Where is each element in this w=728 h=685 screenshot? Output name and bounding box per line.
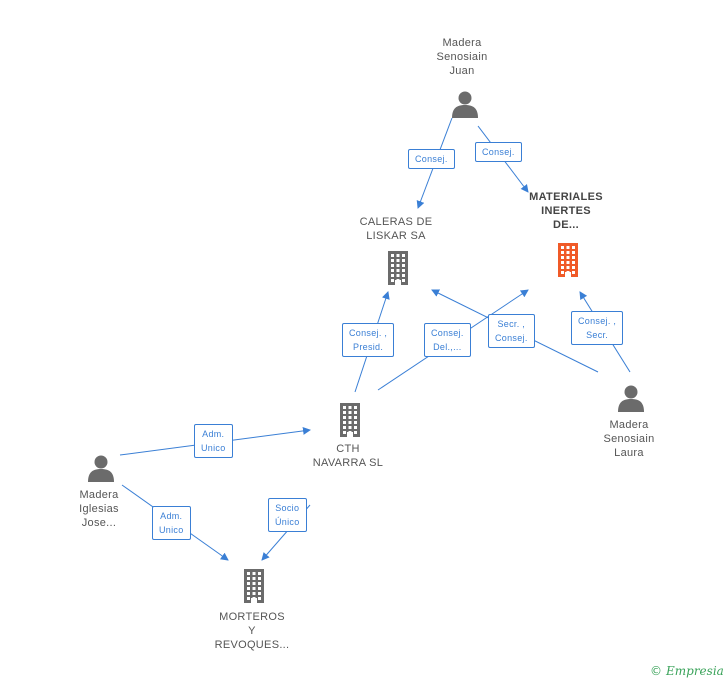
node-label-caleras[interactable]: CALERAS DE LISKAR SA [359,216,433,242]
node-label-madera_jose[interactable]: Madera Iglesias Jose... [79,489,119,529]
edge-label-cth-to-materiales[interactable]: Consej. Del.,... [424,323,471,357]
building-icon-cth[interactable] [337,403,363,442]
node-label-cth[interactable]: CTH NAVARRA SL [312,443,384,469]
edge-label-madera_juan-to-caleras[interactable]: Consej. [408,149,455,169]
building-icon-materiales[interactable] [555,243,581,282]
edge-label-madera_jose-to-cth[interactable]: Adm. Unico [194,424,233,458]
edge-label-madera_laura-to-materiales[interactable]: Consej. , Secr. [571,311,624,345]
brand-name: Empresia [666,664,724,678]
edge-label-madera_laura-to-caleras[interactable]: Secr. , Consej. [488,314,535,348]
person-icon-madera_juan[interactable] [451,90,479,123]
edge-label-cth-to-caleras[interactable]: Consej. , Presid. [342,323,395,357]
edge-label-cth-to-morteros[interactable]: Socio Único [268,498,307,532]
person-icon-madera_jose[interactable] [87,454,115,487]
node-label-materiales[interactable]: MATERIALES INERTES DE... [529,191,603,231]
brand-footer: © Empresia [650,664,724,678]
edge-label-madera_jose-to-morteros[interactable]: Adm. Unico [152,506,191,540]
copyright-icon: © [650,664,662,678]
building-icon-morteros[interactable] [241,569,267,608]
node-label-madera_juan[interactable]: Madera Senosiain Juan [436,37,488,77]
node-label-morteros[interactable]: MORTEROS Y REVOQUES... [214,611,290,651]
node-label-madera_laura[interactable]: Madera Senosiain Laura [603,419,655,459]
person-icon-madera_laura[interactable] [617,384,645,417]
edge-label-madera_juan-to-materiales[interactable]: Consej. [475,142,522,162]
building-icon-caleras[interactable] [385,251,411,290]
